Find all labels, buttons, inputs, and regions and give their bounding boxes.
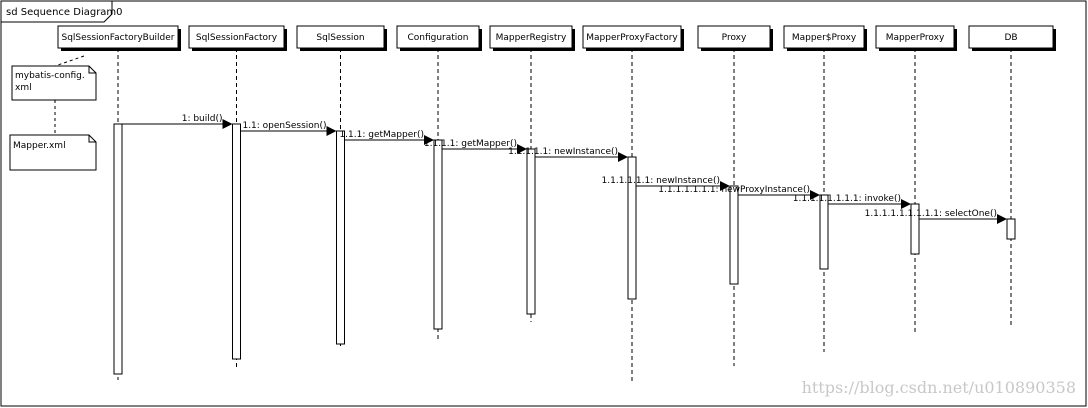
participant-label-proxy: Proxy xyxy=(722,33,747,43)
note-text2-mybatis-config: xml xyxy=(15,83,32,93)
message-label-1: 1: build() xyxy=(182,114,223,124)
activation-proxyfactory xyxy=(627,156,637,300)
note-mapper-xml xyxy=(9,134,97,171)
activation-builder xyxy=(113,123,123,375)
participant-label-mapperproxy: MapperProxy xyxy=(886,33,945,43)
note-fold-mapper-xml xyxy=(88,135,96,143)
message-arrowhead-2 xyxy=(326,126,337,136)
message-arrowhead-9 xyxy=(997,214,1007,224)
note-text-mybatis-config: mybatis-config. xyxy=(15,71,85,81)
message-label-5: 1.1.1.1.1: newInstance() xyxy=(508,147,618,157)
participant-box-db xyxy=(968,25,1054,49)
participant-label-registry: MapperRegistry xyxy=(496,33,567,43)
message-arrowhead-6 xyxy=(720,181,730,191)
participant-label-builder: SqlSessionFactoryBuilder xyxy=(62,33,175,43)
message-arrowhead-3 xyxy=(424,135,434,145)
message-label-4: 1.1.1.1: getMapper() xyxy=(424,139,517,149)
participant-label-factory: SqlSessionFactory xyxy=(196,33,278,43)
participant-box-session xyxy=(296,25,385,49)
note-text-mapper-xml: Mapper.xml xyxy=(13,141,66,151)
message-label-6: 1.1.1.1.1.1: newInstance() xyxy=(602,176,720,186)
message-arrowhead-1 xyxy=(222,119,233,129)
activation-db xyxy=(1006,218,1016,240)
message-arrowhead-7 xyxy=(810,190,820,200)
participant-box-config xyxy=(396,25,480,49)
participant-label-config: Configuration xyxy=(407,33,468,43)
participant-label-proxyfactory: MapperProxyFactory xyxy=(586,33,678,43)
participant-box-builder xyxy=(57,25,179,49)
message-label-8: 1.1.1.1.1.1.1.1: invoke() xyxy=(793,194,901,204)
message-arrowhead-8 xyxy=(901,199,911,209)
message-label-2: 1.1: openSession() xyxy=(242,121,326,131)
message-label-3: 1.1.1: getMapper() xyxy=(339,130,424,140)
activation-factory xyxy=(232,123,241,360)
participant-box-mproxy xyxy=(783,25,865,49)
note-anchor-mybatis-config xyxy=(54,55,85,67)
activation-mapperproxy xyxy=(910,203,920,255)
participant-label-mproxy: Mapper$Proxy xyxy=(792,33,857,43)
participant-box-proxyfactory xyxy=(582,25,682,49)
participant-label-db: DB xyxy=(1004,33,1017,43)
activation-mproxy xyxy=(819,194,829,270)
frame-title-tab xyxy=(0,0,113,23)
note-fold-mybatis-config xyxy=(88,66,96,74)
watermark: https://blog.csdn.net/u010890358 xyxy=(802,378,1076,397)
participant-box-mapperproxy xyxy=(875,25,955,49)
frame-title: sd Sequence Diagram0 xyxy=(6,7,123,18)
participant-box-registry xyxy=(489,25,573,49)
activation-registry xyxy=(526,148,536,315)
participant-box-factory xyxy=(188,25,285,49)
activation-proxy xyxy=(729,185,739,285)
note-mybatis-config xyxy=(11,65,97,101)
message-label-9: 1.1.1.1.1.1.1.1.1: selectOne() xyxy=(865,209,997,219)
participant-box-proxy xyxy=(697,25,771,49)
activation-session xyxy=(336,130,345,345)
message-arrowhead-4 xyxy=(517,144,527,154)
activation-config xyxy=(433,139,443,330)
message-arrowhead-5 xyxy=(618,152,628,162)
message-label-7: 1.1.1.1.1.1.1: newProxyInstance() xyxy=(658,185,810,195)
participant-label-session: SqlSession xyxy=(316,33,364,43)
